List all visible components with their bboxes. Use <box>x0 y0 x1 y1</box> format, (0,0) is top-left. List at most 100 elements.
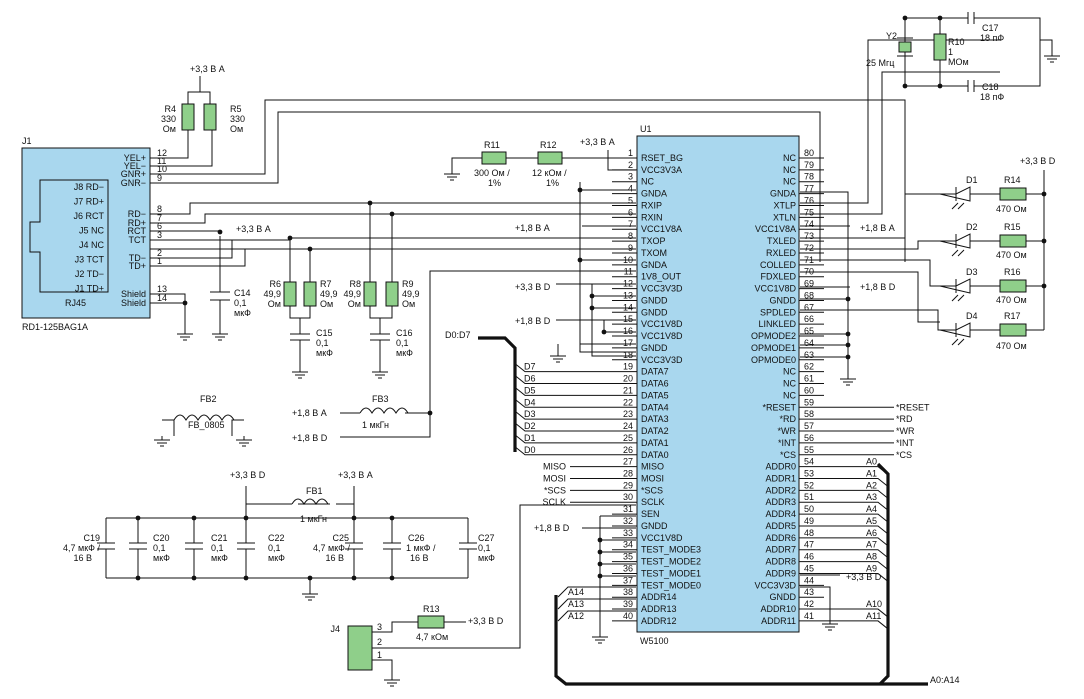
net-label: +1,8 В А <box>292 408 327 418</box>
c16-ref: C16 <box>396 328 413 338</box>
addr-line-label: A4 <box>866 504 877 514</box>
u1-pin-number: 5 <box>628 195 633 205</box>
ground-symbol <box>292 368 308 379</box>
r8-unit: Ом <box>348 299 361 309</box>
u1-pin-number: 13 <box>623 290 633 300</box>
j1-pin-name: RCT <box>128 226 147 236</box>
ctrl-line-label: *INT <box>896 438 915 448</box>
capacitor-symbol <box>97 518 115 578</box>
net-label: +1,8 В D <box>534 523 570 533</box>
u1-pin-number: 73 <box>804 231 814 241</box>
r17-body <box>999 323 1027 337</box>
r13-ref: R13 <box>423 604 440 614</box>
ground-symbols <box>154 52 1060 687</box>
addr-line <box>824 477 889 487</box>
u1-pin-name: LINKLED <box>758 319 796 329</box>
wire <box>150 213 636 224</box>
rj45-label: RJ45 <box>65 298 86 308</box>
junction-dot <box>845 354 851 360</box>
junction-dot <box>902 15 908 21</box>
data-line-label: D6 <box>524 374 536 384</box>
u1-pin-number: 69 <box>804 279 814 289</box>
led-symbol <box>939 322 1000 338</box>
u1-pin-number: 79 <box>804 160 814 170</box>
u1-pin-number: 72 <box>804 243 814 253</box>
u1-pin-name: NC <box>783 177 796 187</box>
u1-pin-number: 4 <box>628 184 633 194</box>
led-symbol <box>939 233 1000 249</box>
junction-dot <box>191 575 197 581</box>
c26-value: 1 мкФ / <box>406 543 436 553</box>
capacitor-symbol <box>459 518 477 578</box>
u1-pin-number: 38 <box>623 587 633 597</box>
u1-pin-name: VCC3V3A <box>641 165 682 175</box>
u1-pin-number: 77 <box>804 184 814 194</box>
u1-pin-number: 9 <box>628 243 633 253</box>
rj45-pin-label: J7 RD+ <box>74 197 104 207</box>
data-line-label: D1 <box>524 433 536 443</box>
u1-pin-name: ADDR6 <box>765 533 796 543</box>
j1-pin-number: 12 <box>157 148 167 158</box>
led-light-arrows <box>951 249 965 257</box>
r16-ref: R16 <box>1004 267 1021 277</box>
j4-pin: 2 <box>377 637 382 647</box>
r5-unit: Ом <box>230 124 243 134</box>
junction-dot <box>577 257 583 263</box>
data-line <box>514 422 612 432</box>
junction-dot <box>351 515 357 521</box>
rj45-pin-label: J1 TD+ <box>75 284 104 294</box>
c19-ref: C19 <box>83 533 100 543</box>
fb1-coil <box>291 498 329 505</box>
u1-pin-number: 78 <box>804 172 814 182</box>
u1-pin-number: 46 <box>804 552 814 562</box>
j1-pin-name: GNR− <box>121 178 146 188</box>
u1-pin-name: OPMODE2 <box>751 331 796 341</box>
r4-body <box>181 103 195 131</box>
r4-unit: Ом <box>163 124 176 134</box>
ground-symbol <box>154 436 170 447</box>
addr-line-label: A5 <box>866 516 877 526</box>
wire <box>378 504 636 649</box>
data-line-label: D4 <box>524 397 536 407</box>
crystal-plates <box>897 37 913 57</box>
c19-unit: 16 В <box>73 553 92 563</box>
u1-pin-number: 61 <box>804 374 814 384</box>
u1-pin-number: 80 <box>804 148 814 158</box>
capacitor-symbol <box>345 518 363 578</box>
u1-pin-name: OPMODE1 <box>751 343 796 353</box>
u1-pin-name: GNDA <box>641 260 667 270</box>
cap-plates <box>967 12 1012 92</box>
addr-line-label: A2 <box>866 480 877 490</box>
wire <box>150 240 233 259</box>
spi-line-label: MOSI <box>543 473 566 483</box>
junction-dot <box>1041 283 1047 289</box>
j1-pin-number: 8 <box>157 204 162 214</box>
j4-body <box>347 625 373 671</box>
u1-pin-name: RXIP <box>641 200 662 210</box>
junction-dot <box>589 305 595 311</box>
u1-pin-name: MISO <box>641 462 664 472</box>
addr-line-label: A1 <box>866 468 877 478</box>
u1-pin-name: DATA6 <box>641 379 669 389</box>
fb2-coil <box>173 414 235 421</box>
addr-line <box>824 537 889 547</box>
u1-pin-name: GNDD <box>641 307 668 317</box>
u1-pin-name: ADDR10 <box>760 604 796 614</box>
u1-pin-name: DATA1 <box>641 438 669 448</box>
c27-value: 0,1 <box>478 543 491 553</box>
u1-right-pins: 80NC79NC78NC77GNDA76XTLP75XTLN74VCC1V8A7… <box>751 148 824 626</box>
u1-pin-name: VCC1V8A <box>755 224 796 234</box>
r7-body <box>303 281 317 307</box>
wire <box>150 130 189 159</box>
u1-pin-number: 58 <box>804 409 814 419</box>
j1-pin-number: 13 <box>157 284 167 294</box>
u1-pin-number: 25 <box>623 433 633 443</box>
u1-pin-name: ADDR4 <box>765 509 796 519</box>
d1-ref: D1 <box>966 175 978 185</box>
u1-pin-name: TXLED <box>767 236 797 246</box>
r7-unit: Ом <box>320 299 333 309</box>
u1-pin-name: VCC1V8D <box>641 319 683 329</box>
u1-pin-name: SPDLED <box>760 307 797 317</box>
data-line <box>514 410 612 420</box>
addr-line <box>824 513 889 523</box>
